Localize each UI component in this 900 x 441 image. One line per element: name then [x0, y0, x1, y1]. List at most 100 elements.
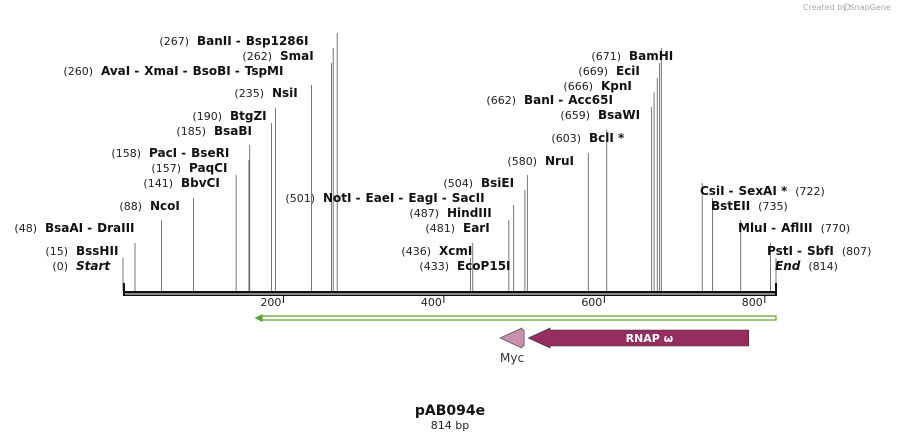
enzyme-separator: - — [398, 191, 403, 205]
enzyme-name: BseRI — [191, 146, 229, 160]
enzyme-name: MluI — [738, 221, 767, 235]
enzyme-name: Acc65I — [568, 93, 613, 107]
enzyme-name: EcoP15I — [457, 259, 511, 273]
backbone — [123, 283, 777, 296]
site-position: (504) — [443, 177, 473, 190]
site-label: (504) BsiEI — [443, 176, 514, 190]
enzyme-separator: - — [87, 221, 92, 235]
plasmid-size: 814 bp — [431, 419, 469, 432]
plasmid-title-block: pAB094e 814 bp — [415, 403, 485, 432]
site-label: (580) NruI — [507, 154, 574, 168]
enzyme-separator: - — [183, 64, 188, 78]
enzyme-name: NcoI — [150, 199, 180, 213]
enzyme-separator: - — [558, 93, 563, 107]
enzyme-name: NruI — [545, 154, 574, 168]
site-label: (669)EciI — [578, 64, 639, 78]
site-label: (157)PaqCI — [151, 161, 227, 175]
site-position: (267) — [159, 35, 189, 48]
site-label: (267)BanII-Bsp1286I — [159, 34, 308, 48]
enzyme-name: BanI — [524, 93, 554, 107]
enzyme-name: BbvCI — [181, 176, 220, 190]
site-position: (0) — [52, 260, 68, 273]
site-label: (807)PstI-SbfI — [767, 244, 871, 258]
enzyme-name: BssHII — [76, 244, 118, 258]
enzyme-name: AvaI — [101, 64, 130, 78]
enzyme-name: End — [775, 259, 801, 273]
enzyme-name: BsaAI — [45, 221, 83, 235]
site-label: (48)BsaAI-DraIII — [14, 221, 134, 235]
site-label: (770) MluI-AflIII — [738, 221, 850, 235]
enzyme-separator: - — [181, 146, 186, 160]
site-position: (735) — [758, 200, 788, 213]
enzyme-name: HindIII — [447, 206, 492, 220]
enzyme-name: Bsp1286I — [246, 34, 309, 48]
feature-label: Myc — [500, 351, 524, 365]
site-position: (15) — [45, 245, 68, 258]
enzyme-name: SbfI — [807, 244, 834, 258]
site-position: (770) — [821, 222, 851, 235]
enzyme-separator: - — [797, 244, 802, 258]
enzyme-name: BtgZI — [230, 109, 267, 123]
site-position: (666) — [563, 80, 593, 93]
enzyme-separator: - — [235, 64, 240, 78]
site-position: (580) — [507, 155, 537, 168]
site-position: (662) — [486, 94, 516, 107]
enzyme-name: BsoBI — [193, 64, 231, 78]
enzyme-name: SacII — [452, 191, 485, 205]
site-label: (659)BsaWI — [560, 108, 640, 122]
site-position: (481) — [425, 222, 455, 235]
site-label: (185)BsaBI — [176, 124, 252, 138]
features: Myc RNAP ω — [254, 314, 777, 365]
enzyme-name: BclI * — [589, 131, 625, 145]
enzyme-name: NotI — [323, 191, 352, 205]
enzyme-separator: - — [134, 64, 139, 78]
site-position: (158) — [111, 147, 141, 160]
site-position: (814) — [808, 260, 838, 273]
site-label: (0)Start — [52, 259, 111, 273]
feature-arrow-rnap- — [527, 327, 750, 349]
site-label: (158)PacI-BseRI — [111, 146, 229, 160]
ruler-tick-label: 400 — [421, 296, 442, 309]
site-position: (235) — [234, 87, 264, 100]
site-label: (735)BstEII — [711, 199, 788, 213]
enzyme-name: AflIII — [781, 221, 813, 235]
enzyme-name: BsaWI — [598, 108, 640, 122]
site-position: (190) — [192, 110, 222, 123]
enzyme-name: EciI — [616, 64, 640, 78]
site-label: (141) BbvCI — [143, 176, 219, 190]
ruler-tick-label: 200 — [260, 296, 281, 309]
enzyme-name: BamHI — [629, 49, 673, 63]
enzyme-name: EarI — [463, 221, 490, 235]
enzyme-name: BsaBI — [214, 124, 252, 138]
enzyme-separator: - — [771, 221, 776, 235]
site-label: (481) EarI — [425, 221, 489, 235]
site-position: (262) — [242, 50, 272, 63]
site-label: (88)NcoI — [119, 199, 179, 213]
site-label: (662) BanI-Acc65I — [486, 93, 613, 107]
ruler-tick-label: 800 — [742, 296, 763, 309]
enzyme-name: PstI — [767, 244, 793, 258]
feature-label: RNAP ω — [626, 332, 674, 345]
site-position: (722) — [795, 185, 825, 198]
plasmid-name: pAB094e — [415, 403, 485, 419]
enzyme-name: BsiEI — [481, 176, 514, 190]
site-label: (722)CsiI-SexAI * — [700, 184, 825, 198]
site-label: (235)NsiI — [234, 86, 297, 100]
site-label: (260)AvaI-XmaI-BsoBI-TspMI — [63, 64, 283, 78]
enzyme-name: SexAI * — [739, 184, 788, 198]
enzyme-name: CsiI — [700, 184, 725, 198]
feature-arrow-myc — [499, 327, 525, 349]
site-position: (433) — [419, 260, 449, 273]
backbone-bottom-strand — [123, 294, 777, 296]
site-position: (157) — [151, 162, 181, 175]
site-label: (15) BssHII — [45, 244, 118, 258]
enzyme-name: BanII — [197, 34, 232, 48]
feature-thin-arrow-head — [254, 314, 263, 322]
enzyme-name: KpnI — [601, 79, 632, 93]
enzyme-name: XmaI — [144, 64, 178, 78]
site-label: (603)BclI * — [551, 131, 625, 145]
site-position: (141) — [143, 177, 173, 190]
site-label: (262)SmaI — [242, 49, 313, 63]
backbone-start-cap — [123, 283, 125, 296]
site-position: (501) — [285, 192, 315, 205]
